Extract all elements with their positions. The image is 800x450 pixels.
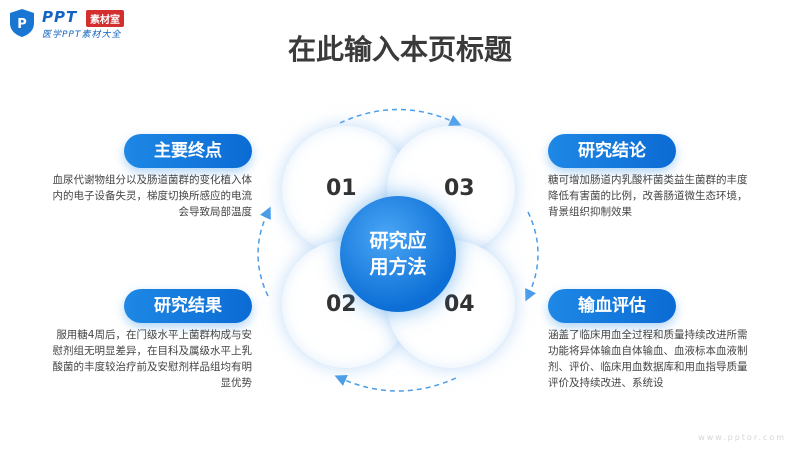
label-transfusion: 输血评估 [548,289,676,323]
number-04: 04 [444,292,475,317]
logo-badge: 素材室 [86,10,124,27]
desc-main-endpoint: 血尿代谢物组分以及肠道菌群的变化植入体内的电子设备失灵，梯度切换所感应的电流会导… [52,174,253,218]
arc-right [525,211,539,302]
label-main-endpoint: 主要终点 [124,134,252,168]
arc-bottom [334,374,457,392]
logo-text: PPT [42,8,78,26]
logo: P PPT 素材室 医学PPT素材大全 [8,6,148,42]
watermark: www.pptor.com [698,433,786,442]
label-results: 研究结果 [124,289,252,323]
desc-transfusion: 涵盖了临床用血全过程和质量持续改进所需功能将异体输血自体输血、血液标本血液制剂、… [548,329,748,389]
page-title: 在此输入本页标题 [287,33,512,66]
number-03: 03 [444,176,475,201]
desc-results: 服用糖4周后，在门级水平上菌群构成与安慰剂组无明显差异，在目科及属级水平上乳酸菌… [52,329,253,389]
number-01: 01 [326,176,357,201]
desc-conclusion: 糖可增加肠道内乳酸杆菌类益生菌群的丰度 降低有害菌的比例，改善肠道微生态环境，背… [548,174,748,218]
center-line-2: 用方法 [369,256,427,278]
logo-subtitle: 医学PPT素材大全 [42,30,122,40]
number-02: 02 [326,292,357,317]
arc-top [339,108,462,126]
svg-text:P: P [17,17,27,32]
center-line-1: 研究应 [369,230,427,252]
label-conclusion: 研究结论 [548,134,676,168]
arc-left [257,206,271,297]
center-circle: 研究应 用方法 [340,196,456,312]
shield-logo-icon: P [10,9,34,37]
